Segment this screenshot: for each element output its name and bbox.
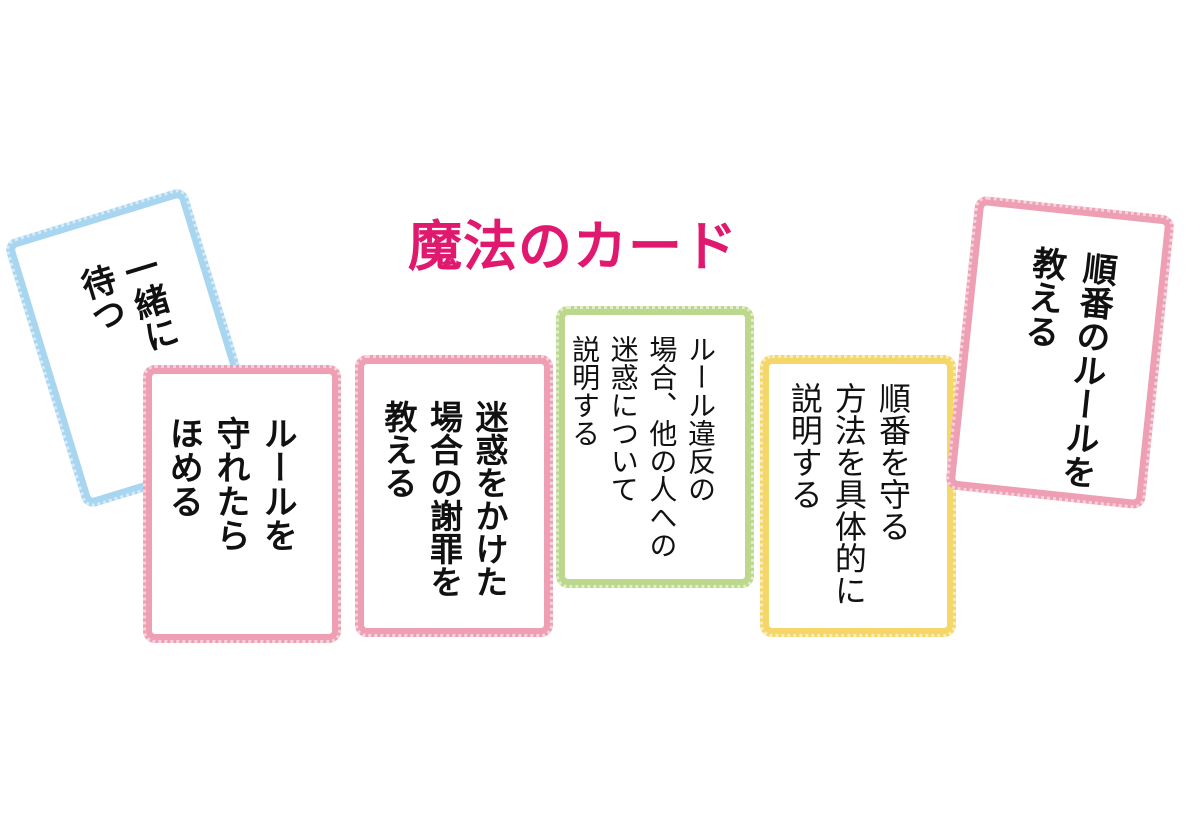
card-praise-rules: ルールを 守れたら ほめる — [143, 365, 341, 643]
card-text: 一緒に 待つ — [71, 247, 183, 357]
card-explain-violation: ルール違反の 場合、他の人への 迷惑について 説明する — [556, 306, 754, 588]
card-teach-apology: 迷惑をかけた 場合の謝罪を 教える — [355, 355, 553, 637]
card-text: 迷惑をかけた 場合の謝罪を 教える — [378, 400, 509, 598]
page-title: 魔法のカード — [408, 215, 738, 278]
card-teach-turn-rules: 順番のルールを 教える — [945, 195, 1175, 510]
card-text: ルール違反の 場合、他の人への 迷惑について 説明する — [568, 335, 717, 559]
card-explain-turns: 順番を守る 方法を具体的に 説明する — [760, 355, 956, 637]
card-text: 順番のルールを 教える — [1017, 244, 1119, 491]
card-text: ルールを 守れたら ほめる — [163, 416, 297, 552]
card-text: 順番を守る 方法を具体的に 説明する — [785, 382, 912, 606]
